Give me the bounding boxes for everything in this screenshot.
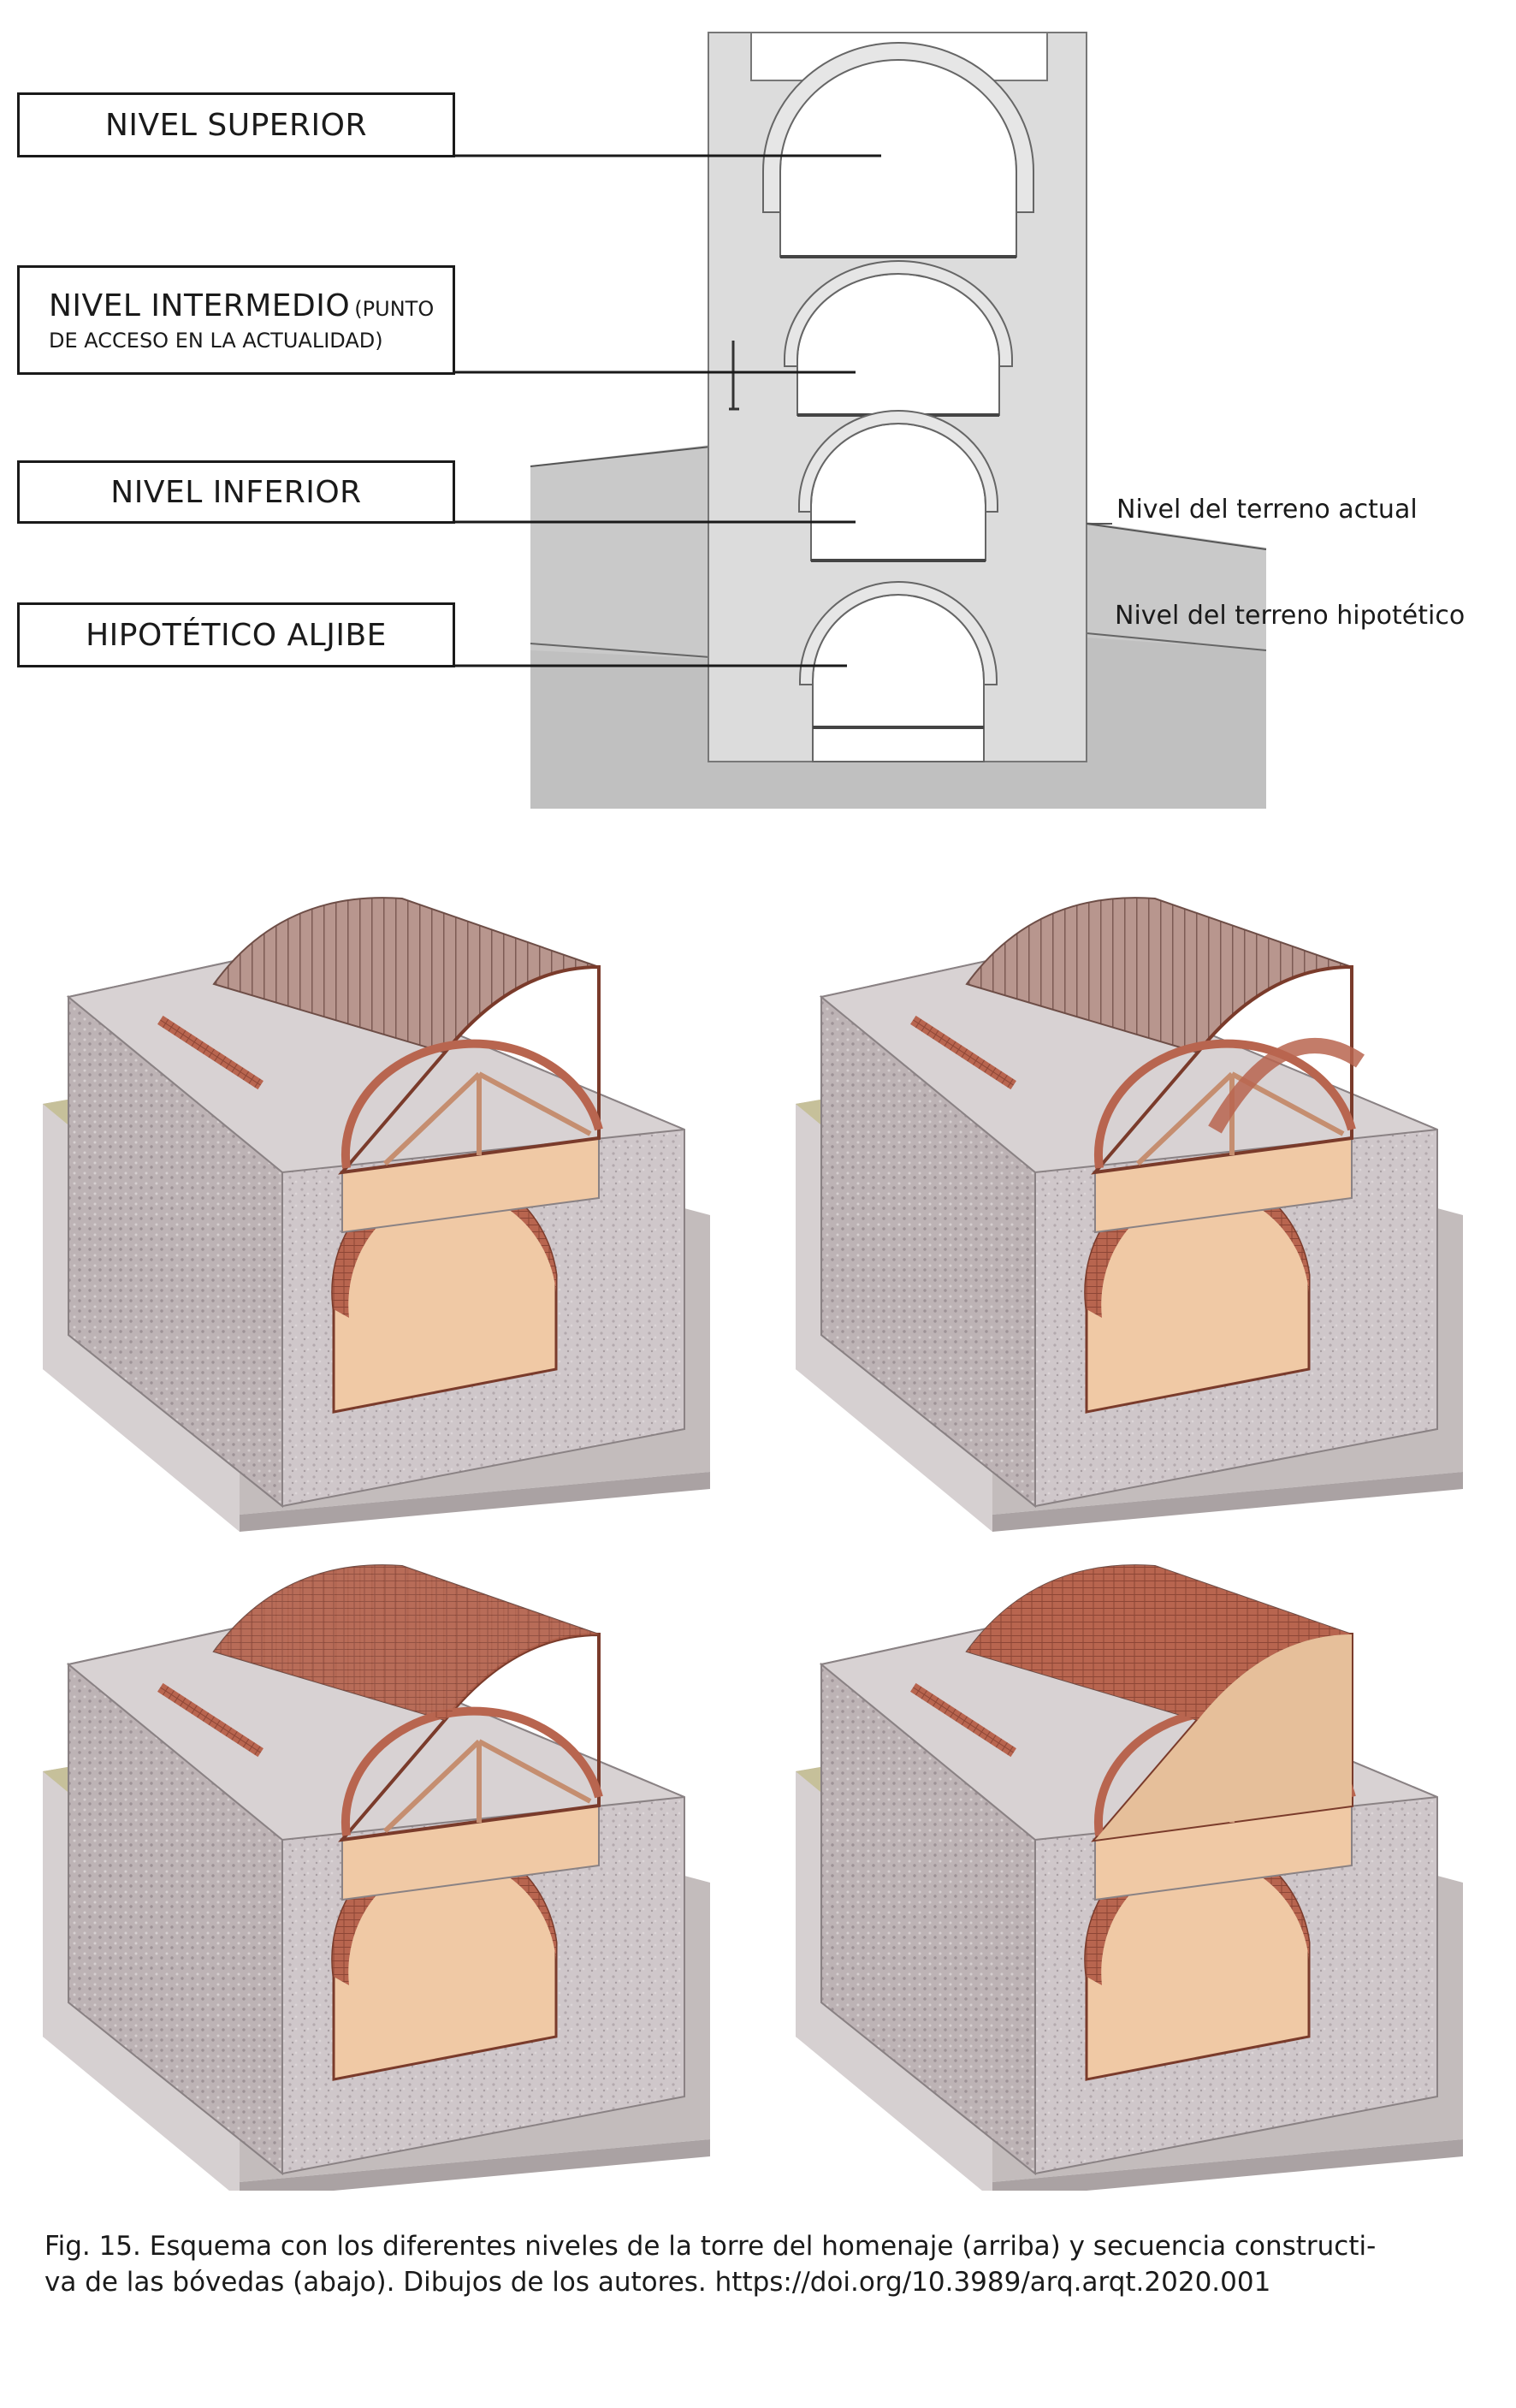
- figure-caption-line1: Fig. 15. Esquema con los diferentes nive…: [44, 2231, 1377, 2262]
- step4-brick-arch: [1095, 1634, 1352, 1840]
- vault-inferior: [798, 410, 998, 562]
- label-nivel-intermedio: NIVEL INTERMEDIO (PUNTO DE ACCESO EN LA …: [17, 265, 455, 375]
- vault-model: [43, 897, 710, 1532]
- step3-brick-cover: [214, 1565, 599, 1720]
- tower-section-drawing: [455, 32, 1267, 809]
- vault-model-step-2: [796, 898, 1463, 1532]
- terrain-hypo-line-right: [1086, 632, 1267, 651]
- vault-superior: [762, 42, 1034, 258]
- step4-brick-vault: [967, 1565, 1352, 1720]
- terrain-hypo-line-left: [530, 643, 711, 658]
- label-nivel-intermedio-note2: DE ACCESO EN LA ACTUALIDAD): [49, 329, 383, 353]
- ladder-mark: [729, 341, 739, 411]
- figure-caption: Fig. 15. Esquema con los diferentes nive…: [44, 2229, 1490, 2301]
- label-nivel-intermedio-note1: (PUNTO: [354, 296, 435, 321]
- vault-construction-sequence: [0, 0, 1516, 2191]
- vault-aljibe: [799, 581, 998, 762]
- terrain-line-right: [1086, 523, 1267, 550]
- label-nivel-superior: NIVEL SUPERIOR: [17, 92, 455, 157]
- terrain-line-left: [530, 446, 711, 467]
- figure-caption-line2: va de las bóvedas (abajo). Dibujos de lo…: [44, 2266, 1271, 2298]
- label-nivel-intermedio-line1: NIVEL INTERMEDIO (PUNTO: [49, 286, 434, 328]
- label-hipotetico-aljibe-text: HIPOTÉTICO ALJIBE: [86, 617, 387, 653]
- label-nivel-inferior: NIVEL INFERIOR: [17, 460, 455, 524]
- step2-brick-band: [1208, 1038, 1365, 1134]
- label-terreno-hipotetico: Nivel del terreno hipotético: [1115, 601, 1466, 631]
- label-hipotetico-aljibe: HIPOTÉTICO ALJIBE: [17, 602, 455, 667]
- label-nivel-superior-text: NIVEL SUPERIOR: [104, 107, 368, 143]
- label-terreno-actual: Nivel del terreno actual: [1116, 495, 1418, 525]
- label-nivel-inferior-text: NIVEL INFERIOR: [110, 474, 362, 510]
- vault-intermedio: [784, 260, 1013, 417]
- label-nivel-intermedio-main: NIVEL INTERMEDIO: [49, 288, 351, 323]
